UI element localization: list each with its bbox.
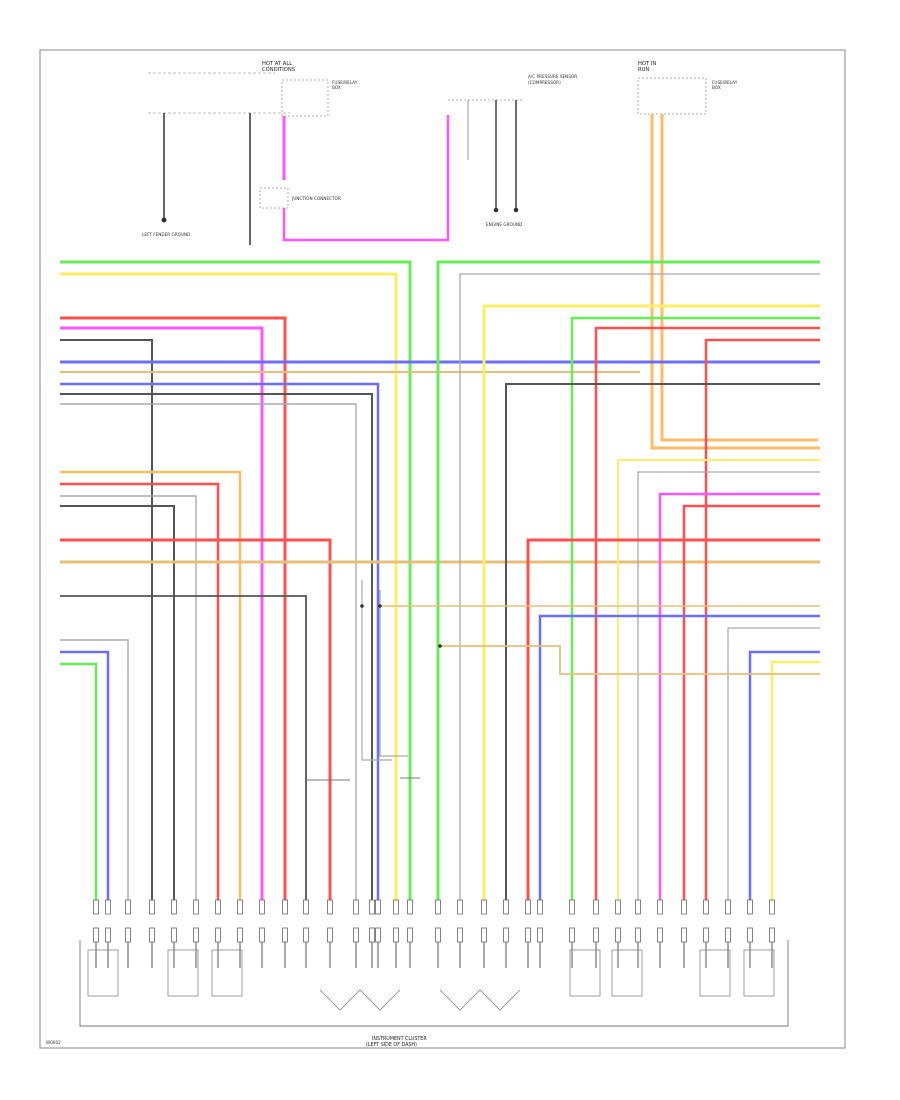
top-right-fuse-1: FUSE/RELAY [712, 80, 738, 85]
bottom-module-label-1: INSTRUMENT CLUSTER [372, 1036, 427, 1042]
connector-pin-lower [703, 927, 709, 943]
connector-pin-upper [125, 899, 131, 915]
connector-pin-lower [537, 927, 543, 943]
top-mid-sensor-label: A/C PRESSURE SENSOR [528, 74, 577, 79]
top-right-supply: HOT IN RUN FUSE/RELAY BOX [637, 61, 820, 450]
connector-pin-lower [149, 927, 155, 943]
connector-pin-lower [327, 927, 333, 943]
connector-pin-upper [303, 899, 309, 915]
connector-pin-lower [435, 927, 441, 943]
connector-pin-upper [503, 899, 509, 915]
connector-pin-upper [525, 899, 531, 915]
connector-pin-lower [375, 927, 381, 943]
top-left-supply: HOT AT ALL CONDITIONS FUSE/RELAY BOX LEF… [142, 61, 450, 245]
connector-pin-upper [747, 899, 753, 915]
connector-pin-lower [237, 927, 243, 943]
connector-pin-upper [259, 899, 265, 915]
bottom-module-label-2: (LEFT SIDE OF DASH) [366, 1042, 417, 1048]
connector-pin-upper [457, 899, 463, 915]
connector-pin-lower [171, 927, 177, 943]
connector-pin-upper [569, 899, 575, 915]
connector-pin-upper [635, 899, 641, 915]
connector-pin-upper [353, 899, 359, 915]
corner-code: W0002 [46, 1040, 61, 1045]
connector-pin-upper [435, 899, 441, 915]
top-right-fuse-2: BOX [712, 85, 721, 90]
connector-pin-upper [681, 899, 687, 915]
connector-pin-upper [407, 899, 413, 915]
connector-pin-lower [259, 927, 265, 943]
pin-groups: INSTRUMENT CLUSTER (LEFT SIDE OF DASH) [79, 940, 789, 1048]
top-middle-sensor: A/C PRESSURE SENSOR (COMPRESSOR) ENGINE … [448, 74, 577, 227]
right-bus-wires [382, 260, 820, 912]
top-right-header-2: RUN [638, 67, 649, 73]
connector-pin-upper [215, 899, 221, 915]
top-left-fuse-2: BOX [332, 85, 341, 90]
connector-pin-lower [105, 927, 111, 943]
connector-pin-lower [303, 927, 309, 943]
top-left-header-2: CONDITIONS [262, 67, 295, 73]
connector-pin-upper [393, 899, 399, 915]
connector-pin-upper [375, 899, 381, 915]
connector-pin-upper [369, 899, 375, 915]
top-mid-sensor-label-2: (COMPRESSOR) [528, 80, 561, 85]
connector-pin-lower [369, 927, 375, 943]
top-left-header-1: HOT AT ALL [262, 61, 292, 67]
connector-pin-lower [725, 927, 731, 943]
connector-pin-upper [171, 899, 177, 915]
top-left-fuse-1: FUSE/RELAY [332, 80, 358, 85]
connector-pin-upper [703, 899, 709, 915]
connector-pin-lower [125, 927, 131, 943]
center-splices [306, 580, 442, 781]
connector-pin-lower [525, 927, 531, 943]
connector-pin-lower [747, 927, 753, 943]
top-left-junction-label: JUNCTION CONNECTOR [291, 196, 341, 201]
connector-pin-upper [149, 899, 155, 915]
top-right-header-1: HOT IN [638, 61, 656, 67]
connector-pin-upper [769, 899, 775, 915]
connector-pin-upper [657, 899, 663, 915]
connector-pin-lower [769, 927, 775, 943]
connector-pin-lower [282, 927, 288, 943]
connector-pin-lower [393, 927, 399, 943]
top-mid-ground-label: ENGINE GROUND [486, 222, 522, 227]
top-left-ground-label: LEFT FENDER GROUND [142, 232, 190, 237]
connector-pin-upper [615, 899, 621, 915]
connector-pin-upper [193, 899, 199, 915]
connector-pin-upper [537, 899, 543, 915]
connector-pin-upper [105, 899, 111, 915]
connector-pin-upper [593, 899, 599, 915]
connector-pin-lower [457, 927, 463, 943]
connector-pin-lower [503, 927, 509, 943]
connector-pin-lower [615, 927, 621, 943]
connector-pins [93, 899, 775, 968]
connector-pin-upper [282, 899, 288, 915]
connector-pin-upper [327, 899, 333, 915]
connector-pin-lower [353, 927, 359, 943]
connector-pin-lower [407, 927, 413, 943]
connector-pin-lower [657, 927, 663, 943]
connector-pin-upper [481, 899, 487, 915]
connector-pin-upper [93, 899, 99, 915]
connector-pin-lower [193, 927, 199, 943]
connector-pin-upper [725, 899, 731, 915]
diagram-frame [39, 49, 846, 1049]
connector-pin-lower [635, 927, 641, 943]
connector-pin-lower [481, 927, 487, 943]
connector-pin-lower [215, 927, 221, 943]
connector-pin-lower [569, 927, 575, 943]
connector-pin-upper [237, 899, 243, 915]
connector-pin-lower [93, 927, 99, 943]
connector-pin-lower [593, 927, 599, 943]
connector-pin-lower [681, 927, 687, 943]
left-bus-wires [60, 260, 820, 912]
